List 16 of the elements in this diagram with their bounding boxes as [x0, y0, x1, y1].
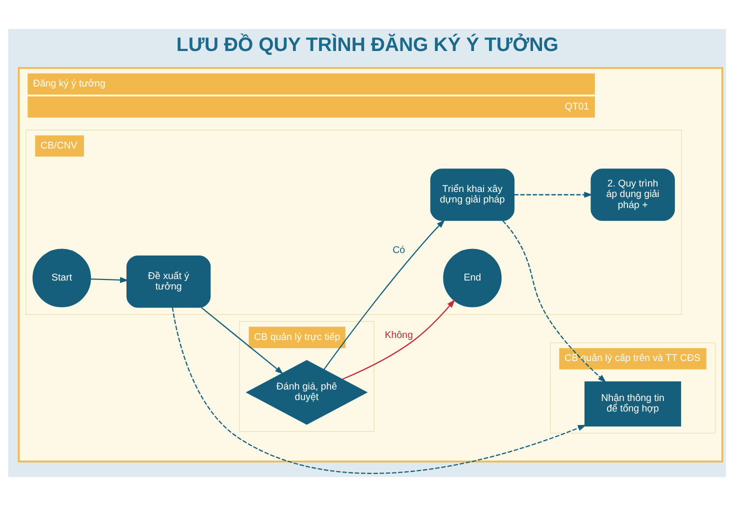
arrow — [201, 306, 284, 374]
arrow — [342, 298, 456, 380]
node-box: Nhận thông tin để tổng hợp — [584, 380, 682, 426]
node-diamond: Đánh giá, phê duyệt — [246, 359, 368, 424]
edge-label: Không — [384, 330, 413, 341]
node-box: Đề xuất ý tưởng — [126, 254, 211, 308]
arrow — [324, 219, 445, 370]
diagram-title: LƯU ĐỒ QUY TRÌNH ĐĂNG KÝ Ý TƯỞNG — [176, 33, 558, 56]
arrow — [502, 220, 606, 382]
arrow — [514, 191, 593, 198]
node-box: Triển khai xây dựng giải pháp — [430, 168, 514, 220]
arrow — [172, 306, 586, 474]
edge-label: Có — [392, 244, 406, 256]
node-box: 2. Quy trình áp dụng giải pháp + — [590, 168, 675, 220]
arrow — [90, 276, 129, 282]
node-circle: Start — [32, 248, 92, 307]
